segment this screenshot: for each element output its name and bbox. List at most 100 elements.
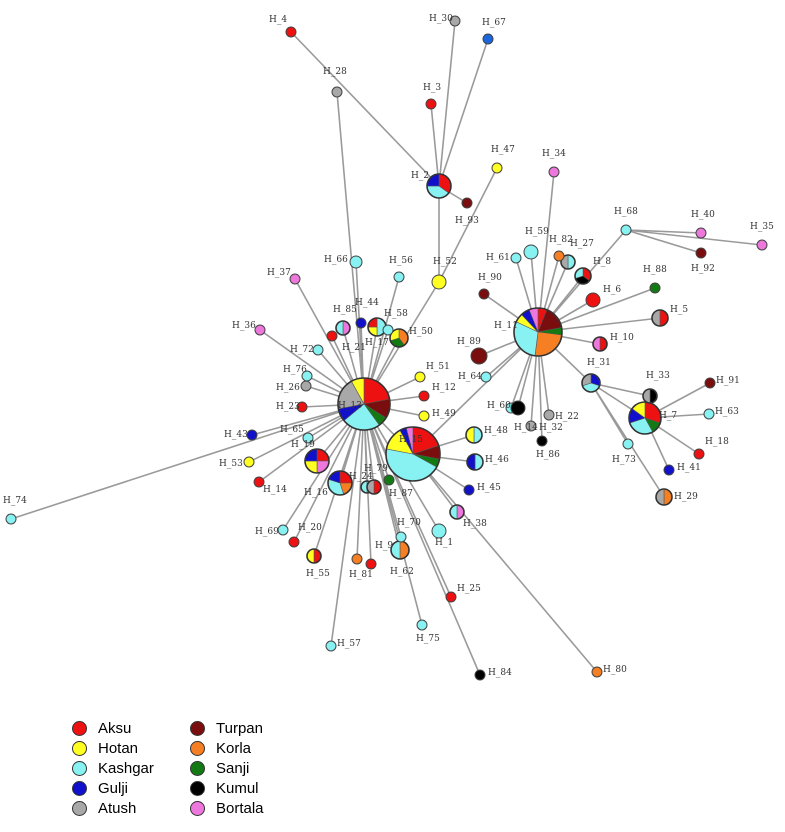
node-h_62	[390, 540, 410, 560]
node-outline-h_7	[628, 401, 662, 435]
node-outline-h_10	[592, 336, 608, 352]
node-label-h_46: H_46	[485, 455, 509, 465]
node-circle-h_63	[703, 408, 715, 420]
node-h_38	[449, 504, 465, 520]
node-label-h_75: H_75	[416, 634, 440, 644]
node-h_55	[306, 548, 322, 564]
node-h_46	[466, 453, 484, 471]
node-h_8	[574, 267, 592, 285]
node-label-h_74: H_74	[3, 496, 27, 506]
legend-swatch-kashgar	[72, 760, 87, 776]
node-label-h_73: H_73	[612, 455, 636, 465]
node-label-h_35: H_35	[750, 222, 774, 232]
legend-label-gulji: Gulji	[98, 779, 129, 797]
node-label-h_6: H_6	[603, 285, 621, 295]
pie-slice-h_5-aksu	[659, 309, 669, 327]
node-circle-h_34	[548, 166, 560, 178]
node-h_17	[367, 317, 387, 337]
node-label-h_88: H_88	[643, 265, 667, 275]
node-h_18	[693, 448, 705, 460]
legend-swatch-atush	[72, 800, 87, 816]
node-label-h_21: H_21	[342, 343, 366, 353]
legend: Aksu Turpan Hotan Korla Kashgar Sanji Gu…	[72, 718, 310, 818]
node-outline-h_16	[327, 470, 353, 496]
node-label-h_41: H_41	[677, 463, 701, 473]
node-circle-h_1	[431, 523, 447, 539]
legend-label-atush: Atush	[98, 799, 137, 817]
node-h_93	[461, 197, 473, 209]
node-h_47	[491, 162, 503, 174]
legend-item-sanji: Sanji	[190, 758, 310, 778]
node-h_63	[703, 408, 715, 420]
node-circle-h_14b	[510, 400, 526, 416]
node-h_16	[327, 470, 353, 496]
node-outline-h_48	[465, 426, 483, 444]
node-h_40	[695, 227, 707, 239]
node-label-h_1: H_1	[435, 538, 453, 548]
node-circle-h_52	[431, 274, 447, 290]
node-circle-h_3	[425, 98, 437, 110]
edge-h_68-h_92	[625, 229, 702, 254]
node-h_35	[756, 239, 768, 251]
node-outline-h_2	[426, 173, 452, 199]
legend-label-aksu: Aksu	[98, 719, 132, 737]
pie-slice-h_48-kashgar	[473, 426, 483, 444]
node-label-h_76: H_76	[283, 365, 307, 375]
node-label-h_5: H_5	[670, 305, 688, 315]
edge-h_11-h_34	[537, 171, 555, 333]
legend-label-bortala: Bortala	[216, 799, 264, 817]
node-circle-h_59	[523, 244, 539, 260]
legend-swatch-aksu	[72, 720, 87, 736]
node-label-h_25: H_25	[457, 584, 481, 594]
node-circle-h_66	[349, 255, 363, 269]
node-circle-h_36	[254, 324, 266, 336]
node-circle-h_73	[622, 438, 634, 450]
legend-swatch-turpan	[190, 720, 205, 736]
node-label-h_93: H_93	[455, 216, 479, 226]
node-outline-h_13	[337, 377, 391, 431]
edge-h_15-h_80	[412, 453, 598, 673]
node-h_6	[585, 292, 601, 308]
node-h_23	[296, 401, 308, 413]
edge-h_13-h_57	[330, 403, 365, 647]
node-label-h_66: H_66	[324, 255, 348, 265]
node-h_7	[628, 401, 662, 435]
node-h_14	[253, 476, 265, 488]
node-circle-h_61	[510, 252, 522, 264]
legend-swatch-bortala	[190, 800, 205, 816]
node-circle-h_51	[414, 371, 426, 383]
node-label-h_53: H_53	[219, 459, 243, 469]
node-h_49	[418, 410, 430, 422]
node-label-h_61: H_61	[486, 253, 510, 263]
node-circle-h_45	[463, 484, 475, 496]
node-label-h_56: H_56	[389, 256, 413, 266]
node-circle-h_26	[300, 380, 312, 392]
network-nodes	[5, 15, 768, 681]
node-h_30	[449, 15, 461, 27]
node-h_12	[418, 390, 430, 402]
pie-slice-h_5-atush	[651, 309, 661, 327]
legend-swatch-gulji	[72, 780, 87, 796]
node-circle-h_70	[395, 531, 407, 543]
node-circle-h_53	[243, 456, 255, 468]
node-label-h_31: H_31	[587, 358, 611, 368]
node-label-h_82: H_82	[549, 235, 573, 245]
node-label-h_27: H_27	[570, 239, 594, 249]
node-circle-h_14	[253, 476, 265, 488]
legend-item-korla: Korla	[190, 738, 310, 758]
node-label-h_38: H_38	[463, 519, 487, 529]
node-h_25	[445, 591, 457, 603]
node-circle-h_40	[695, 227, 707, 239]
node-outline-h_19	[304, 448, 330, 474]
node-label-h_84: H_84	[488, 668, 512, 678]
node-label-h_37: H_37	[267, 268, 291, 278]
node-h_73	[622, 438, 634, 450]
pie-slice-h_29-korla	[663, 488, 673, 506]
node-circle-h_22	[543, 409, 555, 421]
node-h_19	[304, 448, 330, 474]
node-circle-h_58	[382, 324, 394, 336]
node-circle-h_9	[365, 558, 377, 570]
node-h_52	[431, 274, 447, 290]
node-label-h_85: H_85	[333, 305, 357, 315]
node-circle-h_21	[326, 330, 338, 342]
